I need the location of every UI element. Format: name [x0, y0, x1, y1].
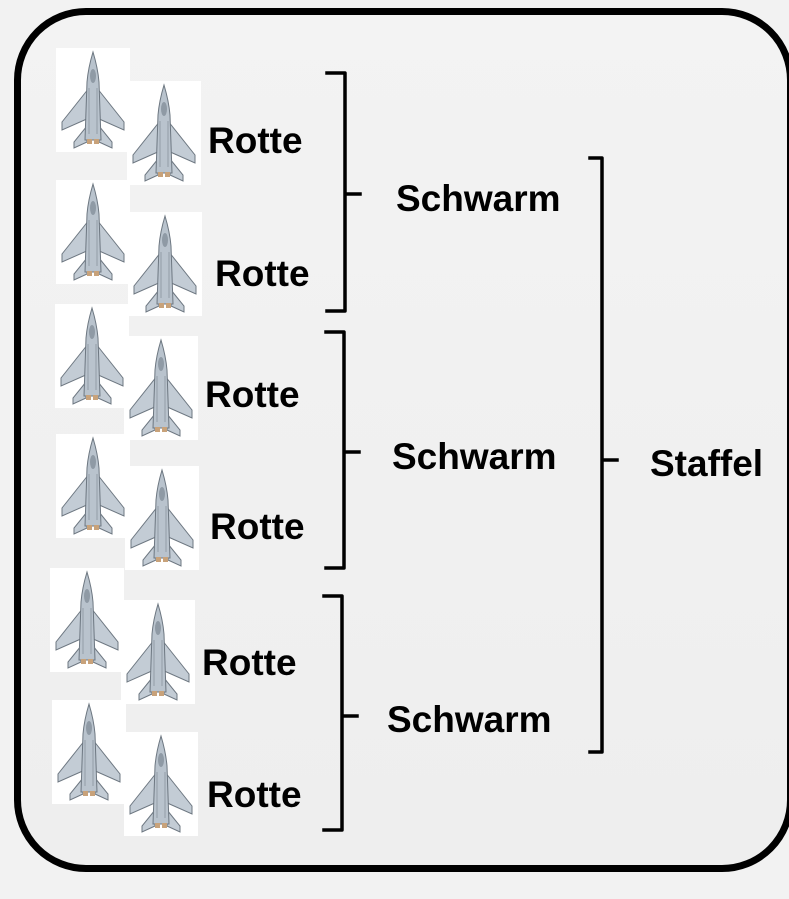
staffel-label: Staffel — [650, 443, 764, 484]
fighter-jet-icon — [52, 700, 126, 804]
fighter-jet-icon — [56, 48, 130, 152]
rotte-label-2: Rotte — [215, 253, 310, 294]
fighter-jet-icon — [50, 568, 124, 672]
fighter-jet-icon — [127, 81, 201, 185]
rotte-label-5: Rotte — [202, 642, 297, 683]
schwarm-label-3: Schwarm — [387, 699, 552, 740]
fighter-jet-icon — [55, 304, 129, 408]
fighter-jet-icon — [124, 732, 198, 836]
fighter-jet-icon — [128, 212, 202, 316]
fighter-jet-icon — [56, 180, 130, 284]
rotte-label-3: Rotte — [205, 374, 300, 415]
schwarm-label-1: Schwarm — [396, 178, 561, 219]
fighter-jet-icon — [124, 336, 198, 440]
rotte-label-4: Rotte — [210, 506, 305, 547]
fighter-jet-icon — [125, 466, 199, 570]
rotte-label-6: Rotte — [207, 774, 302, 815]
fighter-jet-icon — [56, 434, 130, 538]
schwarm-label-2: Schwarm — [392, 436, 557, 477]
rotte-label-1: Rotte — [208, 120, 303, 161]
fighter-jet-icon — [121, 600, 195, 704]
